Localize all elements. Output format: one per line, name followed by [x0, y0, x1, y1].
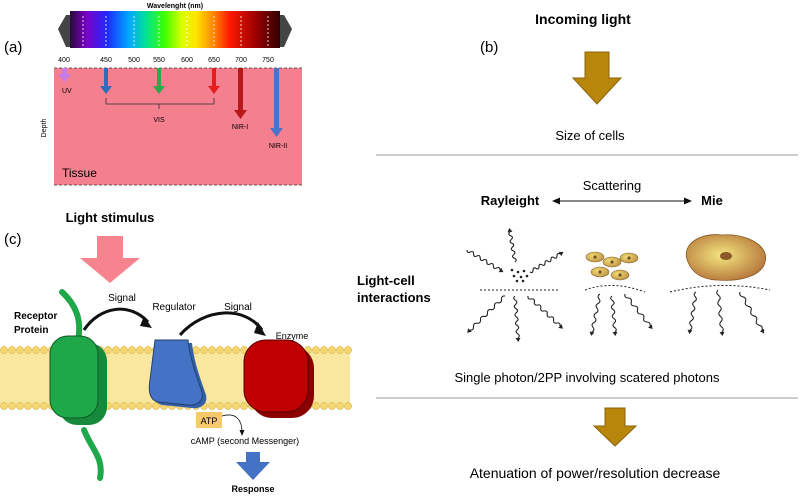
- signal-arrow-2: [178, 311, 264, 336]
- enzyme-protein: [243, 339, 309, 413]
- panel-b-label: (b): [480, 39, 498, 56]
- scattering-wavy-rays: [466, 228, 765, 342]
- vis-label: VIS: [153, 117, 165, 124]
- signal-label-1: Signal: [108, 293, 136, 304]
- single-photon-label: Single photon/2PP involving scatered pho…: [454, 370, 720, 385]
- tissue-label: Tissue: [62, 166, 97, 180]
- atp-label: ATP: [201, 416, 218, 426]
- tick-label: 750: [262, 57, 274, 64]
- attenuation-label: Atenuation of power/resolution decrease: [470, 465, 721, 481]
- receptor-protein: [49, 335, 99, 419]
- panel-c: (c) Light stimulus Receptor Protein Sign…: [0, 210, 352, 494]
- uv-arrow: [58, 68, 71, 82]
- spectrum-bar: Wavelenght (nm): [58, 3, 292, 48]
- interactions-label-line1: Light-cell: [357, 273, 415, 288]
- panel-a: (a) Wavelenght (nm) 400 450 500 550 600: [4, 3, 302, 186]
- nir2-arrow: [270, 68, 283, 137]
- signal-arrow-2-head: [254, 322, 266, 336]
- response-label: Response: [231, 484, 274, 494]
- rayleigh-label: Rayleight: [481, 193, 540, 208]
- tick-label: 700: [235, 57, 247, 64]
- incoming-light-title: Incoming light: [535, 11, 631, 27]
- nir2-label: NIR-II: [269, 143, 287, 150]
- response-arrow: [236, 452, 270, 480]
- panel-c-label: (c): [4, 231, 22, 248]
- scattering-label: Scattering: [583, 178, 642, 193]
- tick-label: 550: [153, 57, 165, 64]
- mie-cell-nucleus: [720, 252, 732, 260]
- mie-label: Mie: [701, 193, 723, 208]
- tick-label: 650: [208, 57, 220, 64]
- regulator-protein: [148, 339, 203, 406]
- uv-label: UV: [62, 88, 72, 95]
- light-stimulus-arrow: [80, 236, 140, 283]
- small-cells: [585, 251, 639, 281]
- tick-label: 600: [181, 57, 193, 64]
- surface-line-mie: [669, 284, 771, 293]
- wavelength-ticks: 400 450 500 550 600 650 700 750: [58, 57, 274, 64]
- atp-box: [196, 412, 222, 428]
- size-of-cells-label: Size of cells: [555, 128, 625, 143]
- camp-label: cAMP (second Messenger): [191, 436, 299, 446]
- atp-conversion-arrow-head: [239, 430, 245, 436]
- receptor-label-line1: Receptor: [14, 311, 57, 322]
- receptor-protein-chain: [59, 289, 104, 481]
- interactions-label-line2: interactions: [357, 290, 431, 305]
- tick-label: 450: [100, 57, 112, 64]
- incoming-arrow: [571, 51, 623, 105]
- signal-arrow-1: [82, 307, 150, 331]
- green-arrow: [153, 68, 165, 94]
- surface-line-cells: [584, 285, 646, 293]
- red-arrow: [208, 68, 220, 94]
- atp-conversion-arrow: [221, 414, 243, 433]
- vis-bracket: [105, 98, 215, 109]
- regulator-label: Regulator: [152, 302, 196, 313]
- depth-label: Depth: [41, 119, 48, 138]
- attenuation-arrow: [592, 407, 638, 447]
- signal-label-2: Signal: [224, 302, 252, 313]
- scattering-double-arrow: [552, 197, 692, 205]
- panel-a-label: (a): [4, 39, 22, 56]
- light-stimulus-label: Light stimulus: [66, 210, 155, 225]
- nir1-label: NIR-I: [232, 124, 248, 131]
- nir1-arrow: [234, 68, 247, 119]
- tissue-region: [54, 68, 302, 185]
- signal-arrow-1-head: [140, 316, 152, 328]
- tick-label: 400: [58, 57, 70, 64]
- panel-b: (b) Incoming light Size of cells Scatter…: [357, 11, 798, 481]
- receptor-label-line2: Protein: [14, 325, 48, 336]
- spectrum-title: Wavelenght (nm): [147, 3, 203, 10]
- rayleigh-particles: [510, 268, 529, 283]
- tick-label: 500: [128, 57, 140, 64]
- blue-arrow: [100, 68, 112, 94]
- enzyme-label: Enzyme: [276, 331, 309, 341]
